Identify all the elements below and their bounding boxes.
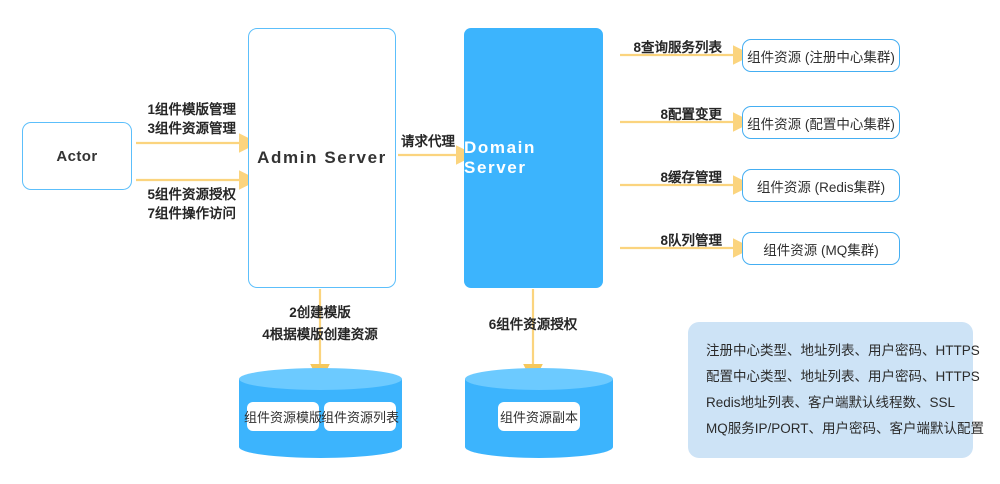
datastore-right-chip-0[interactable]: 组件资源副本 <box>498 402 580 431</box>
edge-label-domain-resource-1: 8配置变更 <box>660 107 722 122</box>
resource-box-registry[interactable]: 组件资源 (注册中心集群) <box>742 39 900 72</box>
info-panel-line-2: Redis地址列表、客户端默认线程数、SSL <box>706 395 956 410</box>
edge-label-admin-store-line2: 4根据模版创建资源 <box>262 327 378 342</box>
edge-label-domain-resource-3: 8队列管理 <box>660 233 722 248</box>
edge-label-admin-domain: 请求代理 <box>401 134 455 149</box>
info-panel-line-3: MQ服务IP/PORT、用户密码、客户端默认配置 <box>706 421 985 436</box>
edge-label-domain-resource-2: 8缓存管理 <box>660 170 722 185</box>
datastore-left-chip-0[interactable]: 组件资源模版 <box>244 402 322 431</box>
datastore-right[interactable]: 组件资源副本 <box>465 368 613 458</box>
edge-label-actor-admin-top: 1组件模版管理 3组件资源管理 <box>122 100 236 138</box>
resource-box-mq-label: 组件资源 (MQ集群) <box>763 242 879 258</box>
edge-label-actor-admin-top-line2: 3组件资源管理 <box>147 121 236 136</box>
node-admin-server[interactable]: Admin Server <box>248 28 396 288</box>
info-panel-line-0: 注册中心类型、地址列表、用户密码、HTTPS <box>706 343 980 358</box>
edge-label-admin-store: 2创建模版 4根据模版创建资源 <box>240 302 400 346</box>
node-actor[interactable]: Actor <box>22 122 132 190</box>
edge-label-actor-admin-bottom-line2: 7组件操作访问 <box>147 206 236 221</box>
datastore-left-chip-1[interactable]: 组件资源列表 <box>321 402 399 431</box>
edge-label-actor-admin-bottom-line1: 5组件资源授权 <box>147 187 236 202</box>
edge-label-actor-admin-bottom: 5组件资源授权 7组件操作访问 <box>122 185 236 223</box>
node-domain-server[interactable]: Domain Server <box>464 28 603 288</box>
resource-box-redis[interactable]: 组件资源 (Redis集群) <box>742 169 900 202</box>
edge-label-admin-store-line1: 2创建模版 <box>289 305 351 320</box>
edge-label-actor-admin-top-line1: 1组件模版管理 <box>147 102 236 117</box>
resource-box-config-label: 组件资源 (配置中心集群) <box>747 116 895 132</box>
node-admin-server-label: Admin Server <box>257 148 387 167</box>
resource-box-config[interactable]: 组件资源 (配置中心集群) <box>742 106 900 139</box>
datastore-left[interactable]: 组件资源模版 组件资源列表 <box>239 368 402 458</box>
edge-label-domain-store: 6组件资源授权 <box>488 317 578 332</box>
resource-box-registry-label: 组件资源 (注册中心集群) <box>747 49 895 65</box>
node-domain-server-label: Domain Server <box>464 138 536 177</box>
resource-box-mq[interactable]: 组件资源 (MQ集群) <box>742 232 900 265</box>
resource-box-redis-label: 组件资源 (Redis集群) <box>756 179 886 195</box>
info-panel-line-1: 配置中心类型、地址列表、用户密码、HTTPS <box>706 369 980 384</box>
info-panel: 注册中心类型、地址列表、用户密码、HTTPS 配置中心类型、地址列表、用户密码、… <box>688 322 985 458</box>
datastore-left-top <box>239 368 402 390</box>
datastore-right-top <box>465 368 613 390</box>
edge-label-domain-resource-0: 8查询服务列表 <box>633 40 722 55</box>
node-actor-label: Actor <box>56 147 98 165</box>
